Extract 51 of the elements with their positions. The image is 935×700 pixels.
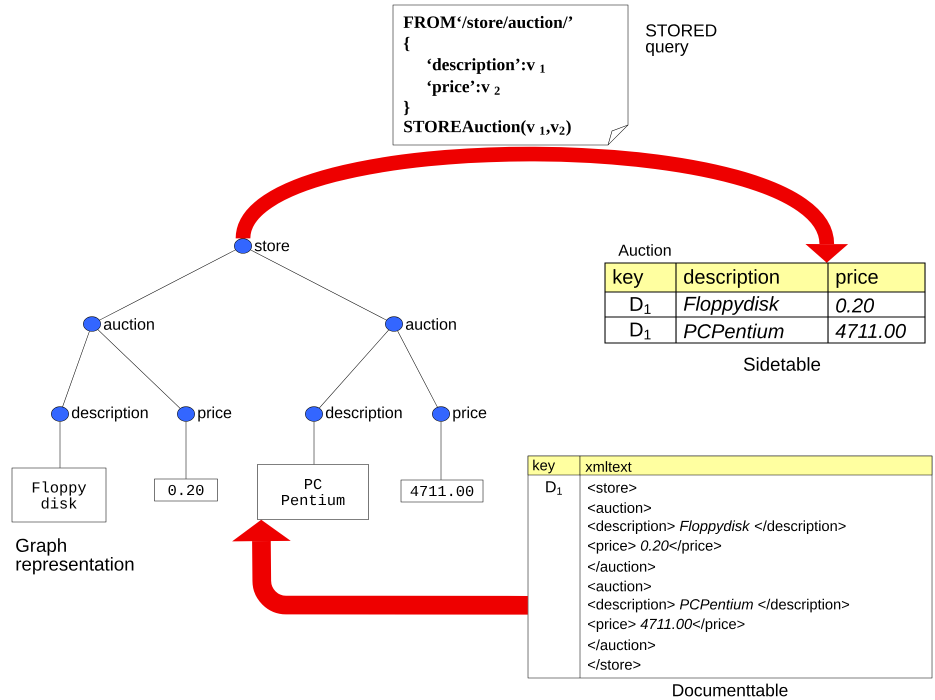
table-cell: PCPentium xyxy=(675,316,829,344)
table-header-cell: price xyxy=(827,262,926,293)
tree-line xyxy=(440,421,442,480)
node-label: auction xyxy=(104,318,154,330)
xml-line: </store> xyxy=(588,659,640,670)
table-cell: 4711.00 xyxy=(827,316,926,344)
xml-line: <store> xyxy=(588,483,636,493)
node-label: store xyxy=(254,240,290,252)
node-label: price xyxy=(198,406,232,422)
code-line: ‘description’:v $_{1}$ xyxy=(428,58,545,74)
table-cell: 0.20 xyxy=(827,291,926,318)
value-box: PC Pentium xyxy=(257,464,369,520)
code-line: ‘price’:v $_{2}$ xyxy=(428,80,500,96)
xml-line: <description> PCPentium </description> xyxy=(588,598,850,612)
node-label: auction xyxy=(406,318,456,330)
xml-line: <price> 4711.00</price> xyxy=(588,618,744,632)
tree-line xyxy=(99,250,236,320)
table-caption: Sidetable xyxy=(744,357,820,371)
tree-line xyxy=(62,331,90,407)
table-header-cell: key xyxy=(528,456,580,476)
code-line: { xyxy=(404,36,410,52)
caption: Graph representation xyxy=(16,538,134,574)
tree-line xyxy=(98,329,180,409)
code-line: STOREAuction(v $_{1}$,v$_{2}$) xyxy=(404,120,571,136)
table-cell: D$_{1}$ xyxy=(604,291,677,318)
table-title: Auction xyxy=(618,244,671,256)
xml-line: <auction> xyxy=(588,580,651,592)
node-label: description xyxy=(326,406,402,422)
code-line: FROM‘/store/auction/’ xyxy=(404,16,572,28)
node-label: price xyxy=(453,406,486,422)
tree-line xyxy=(319,330,389,408)
striped-arrow xyxy=(236,146,848,263)
xml-line: <auction> xyxy=(588,502,651,513)
value-box: Floppy disk xyxy=(12,468,106,522)
table-cell: D$_{1}$ xyxy=(546,481,562,495)
xml-line: </auction> xyxy=(588,561,656,572)
value-box: 4711.00 xyxy=(400,480,484,502)
xml-line: </auction> xyxy=(588,639,656,650)
xml-line: <price> 0.20</price> xyxy=(588,540,722,554)
node-label: description xyxy=(72,406,148,422)
code-line: } xyxy=(404,100,410,116)
value-box: 0.20 xyxy=(154,478,218,502)
xml-line: <description> Floppydisk </description> xyxy=(588,520,846,534)
tree-line xyxy=(397,330,438,408)
tree-line xyxy=(250,250,387,320)
table-cell: D$_{1}$ xyxy=(604,316,677,344)
node-label: STORED query xyxy=(646,24,716,56)
table-cell: Floppydisk xyxy=(675,291,829,318)
table-header-cell: key xyxy=(604,262,677,293)
striped-arrow xyxy=(232,520,528,615)
table-caption: Documenttable xyxy=(673,684,788,696)
